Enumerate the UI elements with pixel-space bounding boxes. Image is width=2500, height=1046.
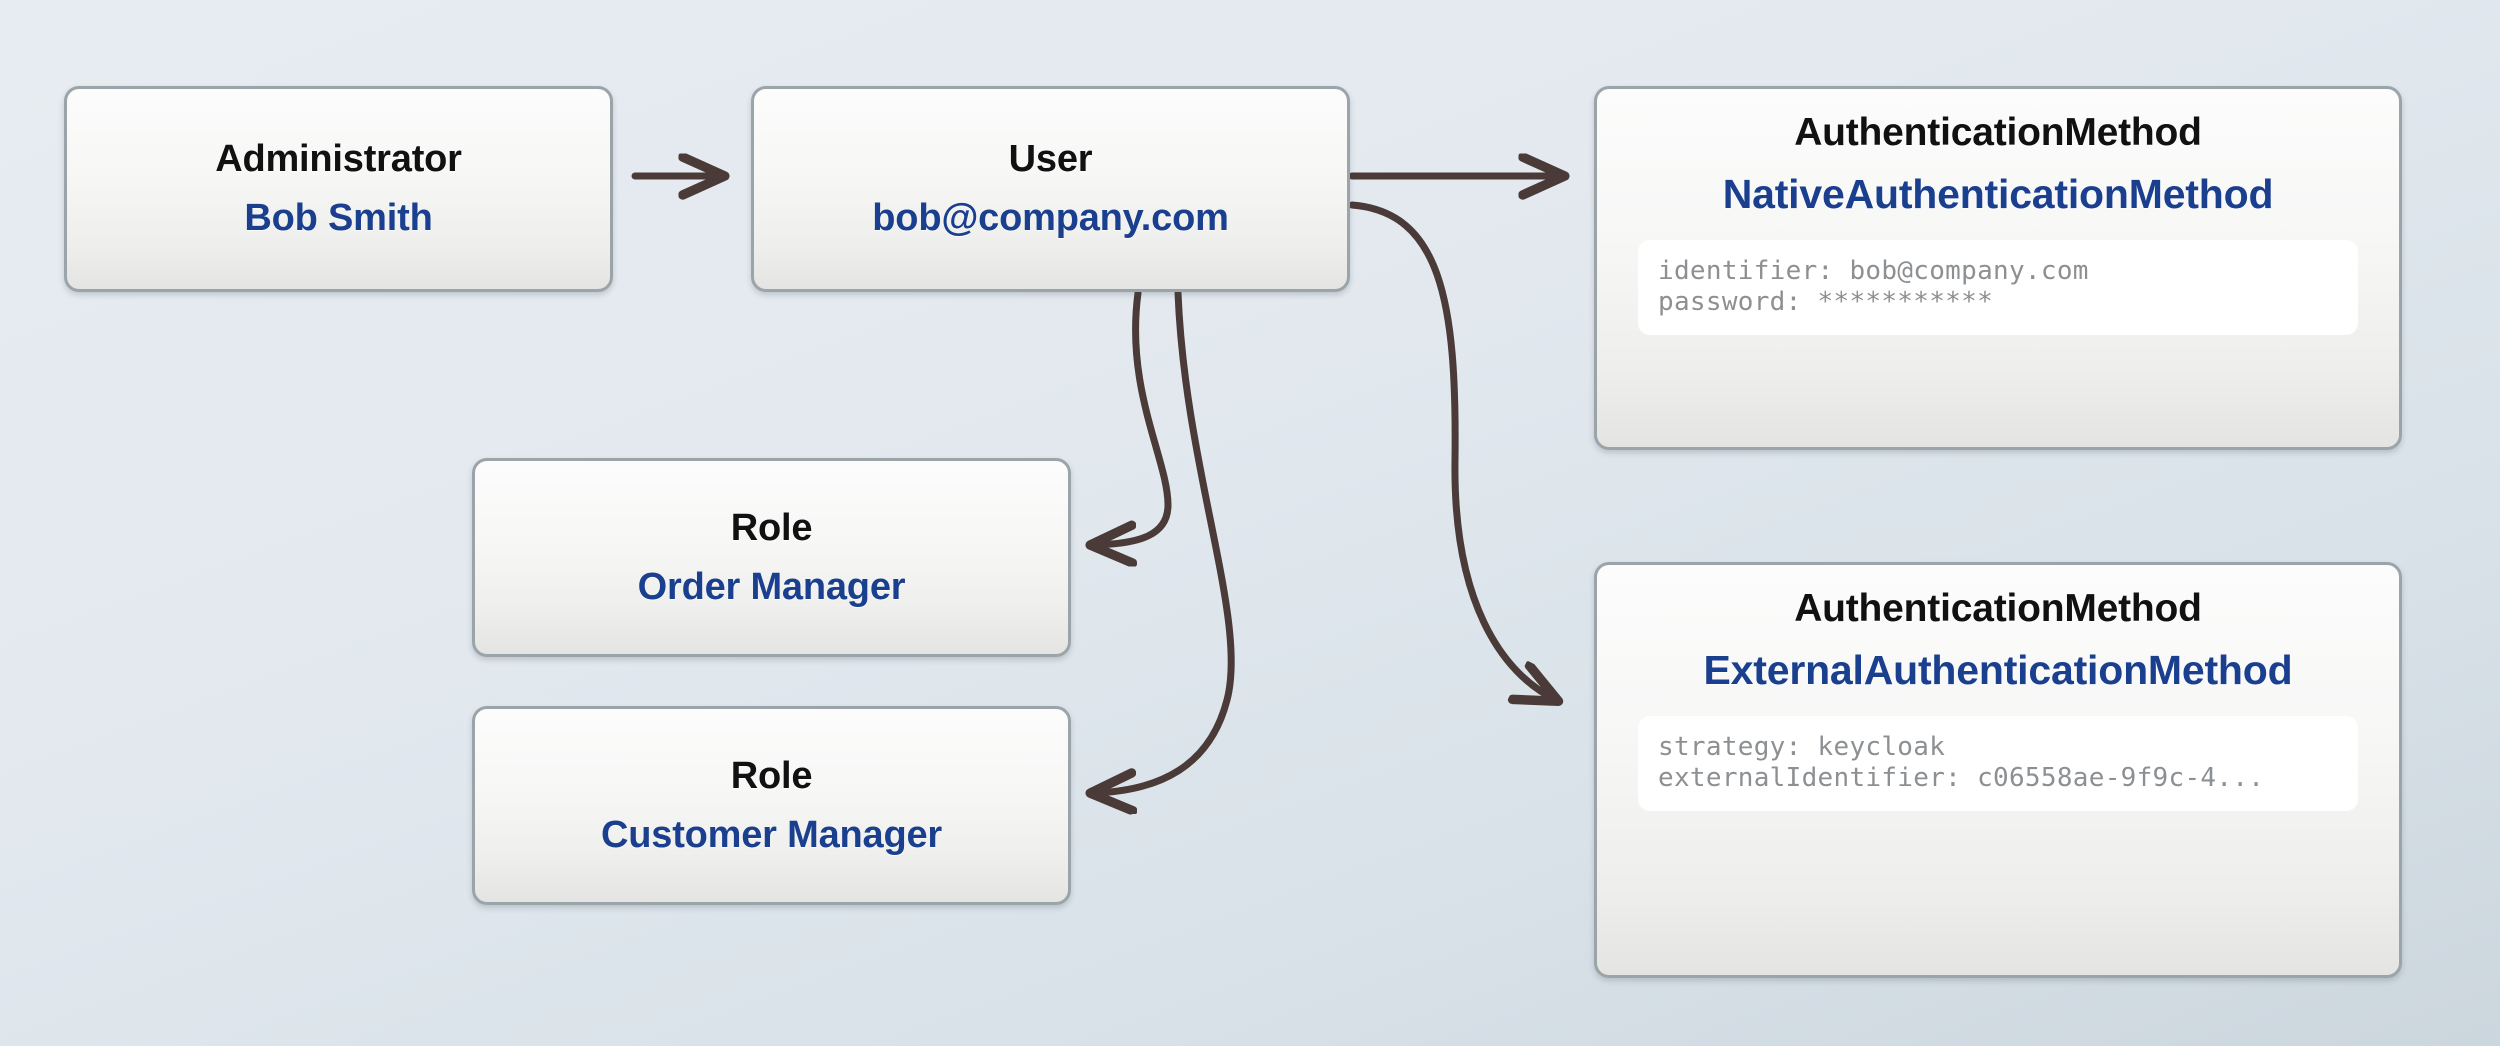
edge-user-to-role-order-manager — [1093, 289, 1172, 545]
node-user-type: User — [1008, 138, 1093, 180]
external-authentication-method-properties: strategy: keycloak externalIdentifier: c… — [1638, 716, 2358, 812]
node-external-authentication-method[interactable]: AuthenticationMethod ExternalAuthenticat… — [1594, 562, 2402, 978]
node-role-order-manager-type: Role — [730, 506, 813, 549]
node-role-order-manager-title: Order Manager — [637, 565, 906, 608]
property-identifier: identifier: bob@company.com — [1658, 256, 2089, 286]
node-administrator-title: Bob Smith — [244, 197, 433, 239]
node-role-customer-manager-type: Role — [730, 754, 813, 797]
edge-user-to-external-auth — [1348, 201, 1556, 700]
node-role-customer-manager[interactable]: Role Customer Manager — [472, 706, 1071, 905]
node-external-authentication-method-type: AuthenticationMethod — [1794, 587, 2202, 630]
property-strategy: strategy: keycloak — [1658, 732, 1946, 762]
property-external-identifier: externalIdentifier: c06558ae-9f9c-4... — [1658, 762, 2265, 793]
native-authentication-method-properties: identifier: bob@company.com password: **… — [1638, 240, 2358, 336]
node-native-authentication-method[interactable]: AuthenticationMethod NativeAuthenticatio… — [1594, 86, 2402, 450]
node-role-customer-manager-title: Customer Manager — [601, 813, 942, 856]
property-password: password: *********** — [1658, 286, 1994, 317]
node-user-title: bob@company.com — [872, 197, 1229, 239]
node-administrator-type: Administrator — [215, 138, 462, 180]
node-native-authentication-method-title: NativeAuthenticationMethod — [1722, 171, 2274, 217]
edge-user-to-role-customer-manager — [1093, 289, 1235, 793]
node-native-authentication-method-type: AuthenticationMethod — [1794, 111, 2202, 154]
node-external-authentication-method-title: ExternalAuthenticationMethod — [1703, 647, 2293, 693]
node-role-order-manager[interactable]: Role Order Manager — [472, 458, 1071, 657]
node-administrator[interactable]: Administrator Bob Smith — [64, 86, 613, 292]
node-user[interactable]: User bob@company.com — [751, 86, 1350, 292]
